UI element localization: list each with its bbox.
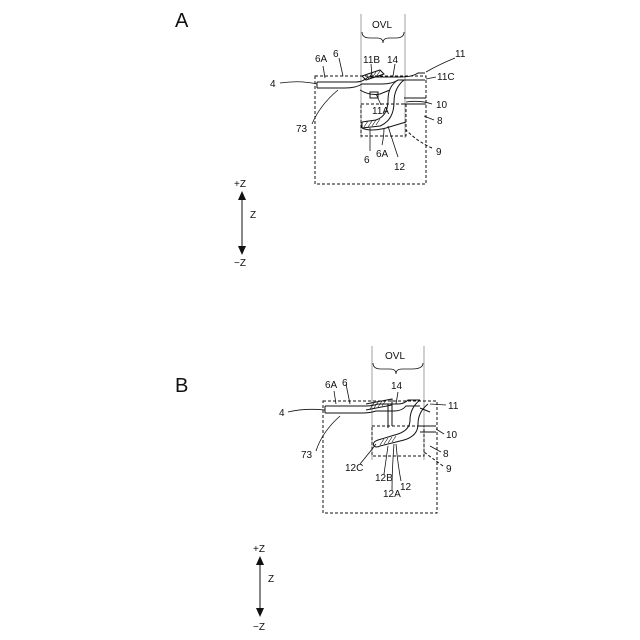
callout-12: 12 bbox=[400, 482, 412, 493]
panel-a-leaders bbox=[280, 58, 455, 157]
panel-b-callouts: 4 6A 6 14 11 10 73 8 12C 9 12B 12 12A bbox=[279, 378, 459, 500]
panel-a-ovl-text: OVL bbox=[372, 20, 392, 31]
callout-12c: 12C bbox=[345, 463, 363, 474]
callout-6: 6 bbox=[333, 49, 339, 60]
callout-11b: 11B bbox=[363, 55, 380, 66]
z-axis-up-arrow-icon bbox=[238, 191, 246, 200]
z-axis-minus-label: −Z bbox=[234, 258, 246, 269]
callout-8: 8 bbox=[443, 449, 449, 460]
callout-11a: 11A bbox=[372, 106, 389, 117]
panel-b: B OVL bbox=[175, 346, 459, 633]
callout-4: 4 bbox=[279, 408, 285, 419]
panel-b-dashed-outline bbox=[323, 401, 437, 513]
callout-12b: 12B bbox=[375, 473, 393, 484]
callout-9: 9 bbox=[436, 147, 442, 158]
panel-a-upper-layer bbox=[317, 70, 425, 95]
panel-a: A OVL bbox=[175, 10, 466, 269]
callout-14: 14 bbox=[391, 381, 403, 392]
panel-b-z-axis: +Z Z −Z bbox=[253, 544, 274, 633]
callout-73: 73 bbox=[301, 450, 313, 461]
panel-a-label: A bbox=[175, 10, 189, 32]
z-axis-name-label: Z bbox=[268, 574, 274, 585]
callout-8: 8 bbox=[437, 116, 443, 127]
panel-b-leaders bbox=[288, 384, 446, 490]
z-axis-plus-label: +Z bbox=[234, 179, 246, 190]
panel-a-lower-body bbox=[362, 80, 426, 130]
callout-73: 73 bbox=[296, 124, 308, 135]
z-axis-name-label: Z bbox=[250, 210, 256, 221]
callout-6-lower: 6 bbox=[364, 155, 370, 166]
callout-4: 4 bbox=[270, 79, 276, 90]
callout-11c: 11C bbox=[437, 72, 455, 83]
callout-11: 11 bbox=[455, 49, 466, 60]
z-axis-minus-label: −Z bbox=[253, 622, 265, 633]
panel-b-upper-layer bbox=[325, 399, 420, 428]
callout-14: 14 bbox=[387, 55, 399, 66]
callout-12a: 12A bbox=[383, 489, 401, 500]
panel-b-label: B bbox=[175, 375, 188, 397]
callout-12: 12 bbox=[394, 162, 406, 173]
z-axis-down-arrow-icon bbox=[238, 246, 246, 255]
callout-10: 10 bbox=[436, 100, 448, 111]
callout-6a-lower: 6A bbox=[376, 149, 389, 160]
callout-6a: 6A bbox=[315, 54, 328, 65]
callout-9: 9 bbox=[446, 464, 452, 475]
callout-6: 6 bbox=[342, 378, 348, 389]
callout-6a: 6A bbox=[325, 380, 338, 391]
z-axis-plus-label: +Z bbox=[253, 544, 265, 555]
z-axis-down-arrow-icon bbox=[256, 608, 264, 617]
callout-10: 10 bbox=[446, 430, 458, 441]
panel-b-ovl-text: OVL bbox=[385, 351, 405, 362]
panel-a-z-axis: +Z Z −Z bbox=[234, 179, 256, 269]
panel-a-callouts: 4 6A 6 11B 14 11 11C 10 8 11A 73 9 6 6A … bbox=[270, 49, 466, 173]
z-axis-up-arrow-icon bbox=[256, 556, 264, 565]
callout-11: 11 bbox=[448, 401, 459, 412]
